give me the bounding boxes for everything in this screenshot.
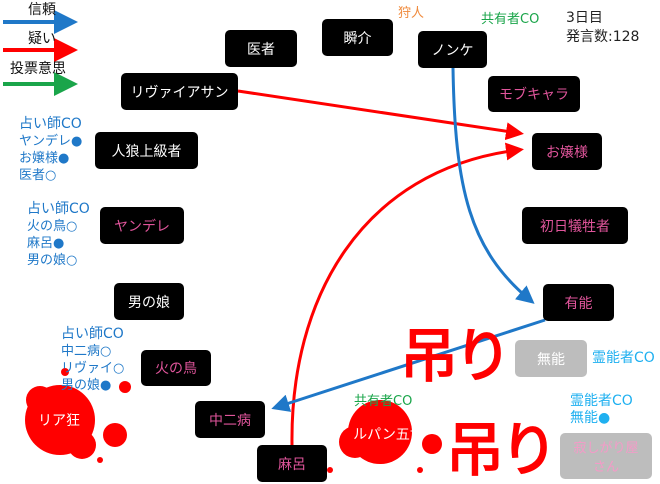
seer-result: 火の鳥○ (27, 219, 78, 234)
lupin-sharer-co: 共有者CO (354, 394, 413, 409)
seer-result: 男の娘● (61, 378, 112, 393)
player-shunsuke[interactable]: 瞬介 (322, 19, 393, 56)
medium-result: 無能● (570, 410, 611, 426)
player-riakyou[interactable]: リア狂 (38, 413, 80, 429)
seer-co-label: 占い師CO (19, 116, 82, 132)
player-shonichi[interactable]: 初日犠牲者 (522, 207, 628, 244)
seer-claim-hinotori: 占い師CO 中二病○ リヴァイ○ 男の娘● (61, 326, 124, 394)
player-lupin[interactable]: ルパン五世 (353, 426, 424, 443)
seer-result: ヤンデレ● (19, 134, 83, 149)
blood-splatter-lupin (327, 400, 442, 473)
player-leviathan[interactable]: リヴァイアサン (121, 73, 238, 110)
player-isha[interactable]: 医者 (225, 30, 297, 67)
player-hinotori[interactable]: 火の鳥 (141, 350, 211, 386)
player-mob[interactable]: モブキャラ (488, 76, 580, 112)
legend-trust-label: 信頼 (28, 2, 56, 18)
seer-result: リヴァイ○ (61, 361, 125, 376)
player-maro[interactable]: 麻呂 (257, 445, 327, 482)
blood-splatter-riakyou (25, 368, 131, 463)
seer-claim-yandere: 占い師CO 火の鳥○ 麻呂● 男の娘○ (27, 201, 90, 269)
game-status: 3日目 発言数:128 (566, 9, 639, 47)
post-count: 発言数:128 (566, 29, 640, 45)
seer-result: 中二病○ (61, 344, 112, 359)
medium-claim-munou: 霊能者CO (592, 350, 655, 366)
player-otokonoko[interactable]: 男の娘 (114, 283, 184, 320)
seer-co-label: 占い師CO (61, 326, 124, 342)
seer-result: お嬢様● (19, 151, 70, 166)
nonke-sharer-co: 共有者CO (481, 12, 540, 27)
hunter-label: 狩人 (398, 6, 425, 21)
player-yuunou[interactable]: 有能 (543, 284, 614, 321)
seer-result: 男の娘○ (27, 253, 78, 268)
player-sabishigari[interactable]: 寂しがり屋さん (560, 433, 652, 479)
seer-co-label: 占い師CO (27, 201, 90, 217)
seer-claim-jinrou: 占い師CO ヤンデレ● お嬢様● 医者○ (19, 116, 82, 184)
trust-arrow-yuunou-to-chuunibyou (271, 318, 546, 412)
trust-arrow-nonke-to-yuunou (451, 67, 535, 304)
executed-mark-sabishigari: 吊り (446, 416, 558, 484)
legend-doubt-label: 疑い (28, 31, 56, 47)
player-jinrou[interactable]: 人狼上級者 (95, 132, 198, 169)
doubt-arrow-leviathan-to-ojousama (237, 89, 524, 141)
legend-vote-label: 投票意思 (10, 61, 66, 77)
medium-claim-sabishigari: 霊能者CO 無能● (570, 393, 633, 427)
seer-result: 麻呂● (27, 236, 65, 251)
executed-mark-munou: 吊り (400, 322, 512, 390)
seer-result: 医者○ (19, 168, 57, 183)
day-label: 3日目 (566, 10, 603, 26)
player-chuunibyou[interactable]: 中二病 (195, 401, 265, 438)
player-nonke[interactable]: ノンケ (418, 31, 487, 68)
player-ojousama[interactable]: お嬢様 (532, 133, 602, 170)
player-yandere[interactable]: ヤンデレ (100, 207, 184, 244)
player-munou[interactable]: 無能 (515, 340, 587, 377)
medium-co-label: 霊能者CO (570, 393, 633, 409)
